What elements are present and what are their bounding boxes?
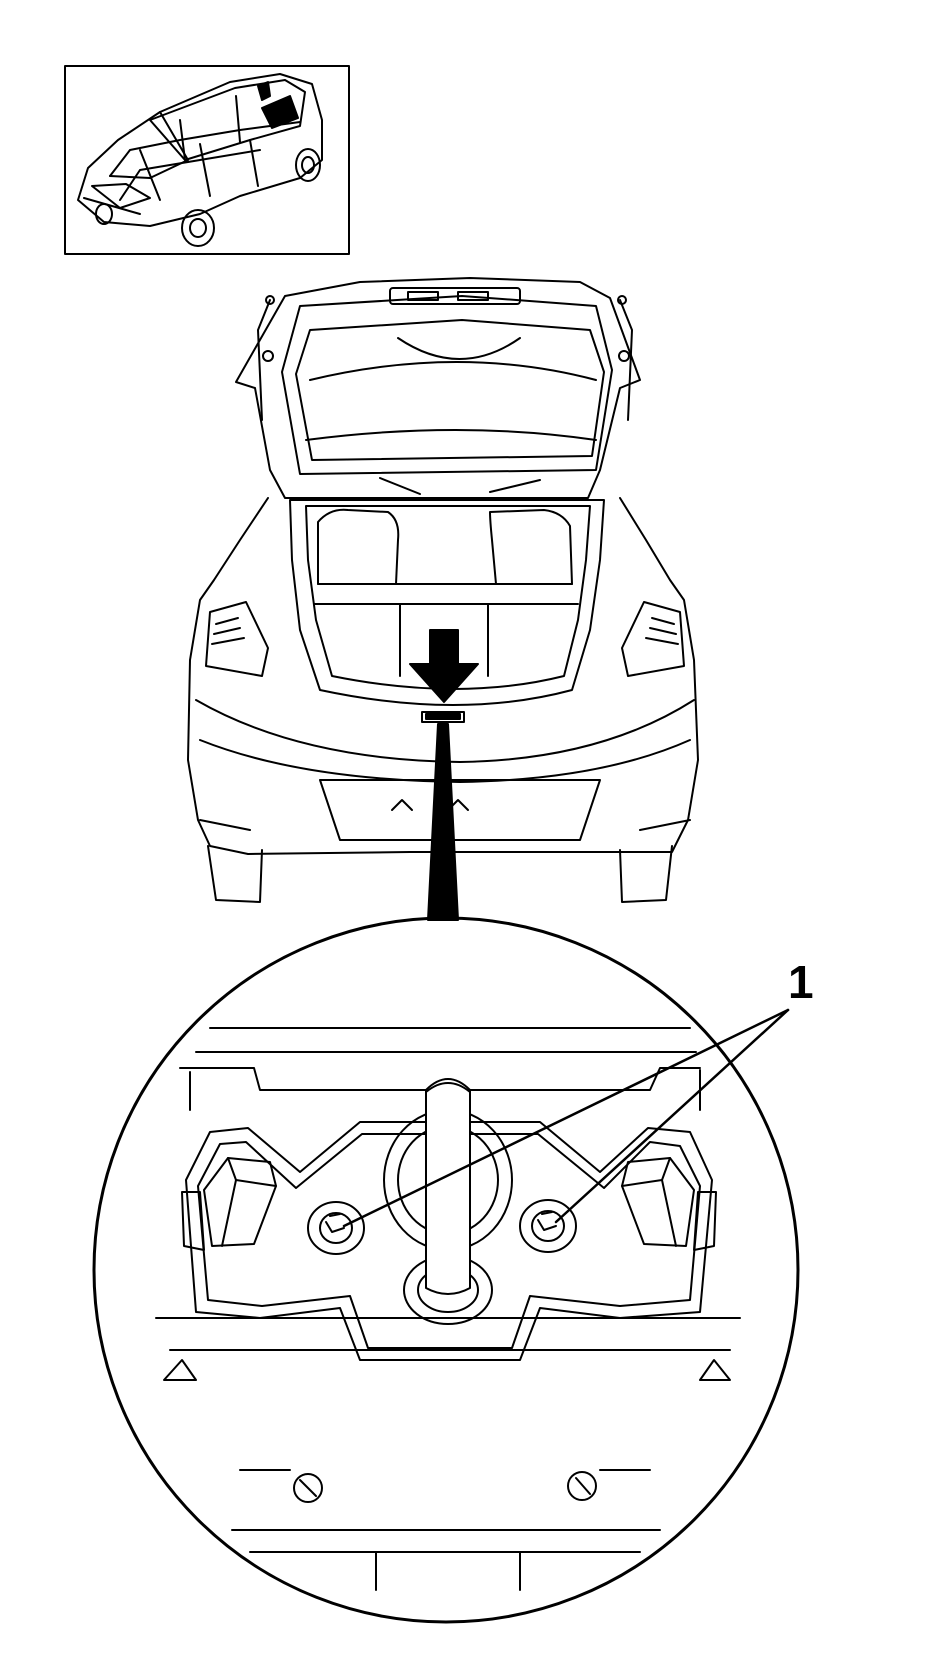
callout-leader-right [554, 1008, 790, 1224]
callout-1: 1 [342, 956, 814, 1228]
detail-circle [92, 916, 800, 1624]
car-rear-view [187, 277, 699, 903]
left-nut [307, 1201, 365, 1255]
detail-view [92, 916, 800, 1624]
location-arrow-icon [409, 629, 479, 703]
callout-leader-left [342, 1008, 790, 1228]
callout-label: 1 [788, 956, 814, 1008]
wheel-stud [425, 1082, 471, 1295]
magnify-leader [427, 723, 459, 921]
vehicle-locator-icon [77, 73, 323, 247]
vehicle-locator-thumbnail [64, 65, 350, 255]
right-nut [519, 1199, 577, 1253]
right-tail-lamp [621, 601, 685, 677]
locator-frame [64, 65, 350, 255]
left-tail-lamp [205, 601, 269, 677]
tailgate [235, 277, 641, 499]
car-body [187, 497, 699, 855]
